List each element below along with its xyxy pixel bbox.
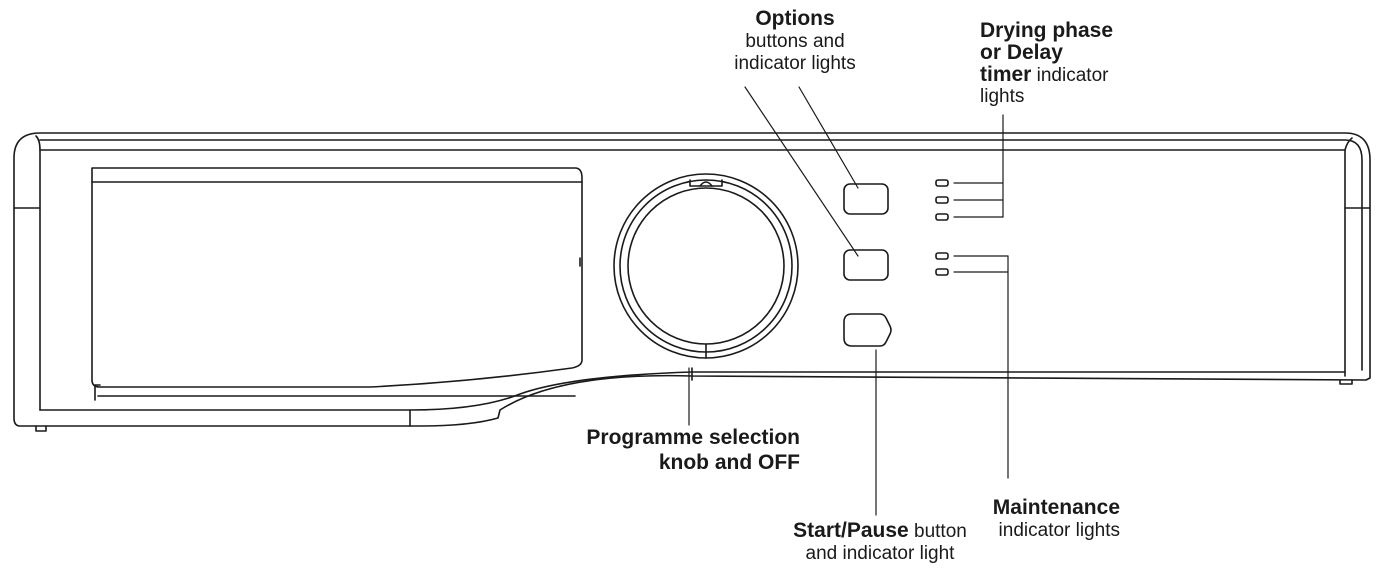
options-label: Options buttons and indicator lights bbox=[734, 7, 856, 75]
option-button-2[interactable] bbox=[843, 249, 889, 281]
leader-lines bbox=[688, 86, 1009, 516]
panel-body bbox=[13, 132, 1371, 432]
programme-knob-label: Programme selection knob and OFF bbox=[586, 426, 800, 474]
option-button-1[interactable] bbox=[843, 183, 889, 215]
drying-light-1 bbox=[935, 179, 949, 187]
drying-light-3 bbox=[935, 213, 949, 221]
detergent-drawer[interactable] bbox=[91, 167, 583, 401]
start-pause-label: Start/Pause button and indicator light bbox=[793, 519, 967, 565]
drying-light-2 bbox=[935, 196, 949, 204]
start-pause-button[interactable] bbox=[843, 313, 892, 347]
drying-phase-label: Drying phase or Delay timer indicator li… bbox=[980, 19, 1114, 107]
programme-knob[interactable] bbox=[613, 173, 799, 359]
options-title: Options bbox=[755, 7, 835, 30]
maintenance-light-2 bbox=[935, 268, 949, 276]
maintenance-label: Maintenance indicator lights bbox=[992, 496, 1120, 542]
maintenance-light-1 bbox=[935, 252, 949, 260]
